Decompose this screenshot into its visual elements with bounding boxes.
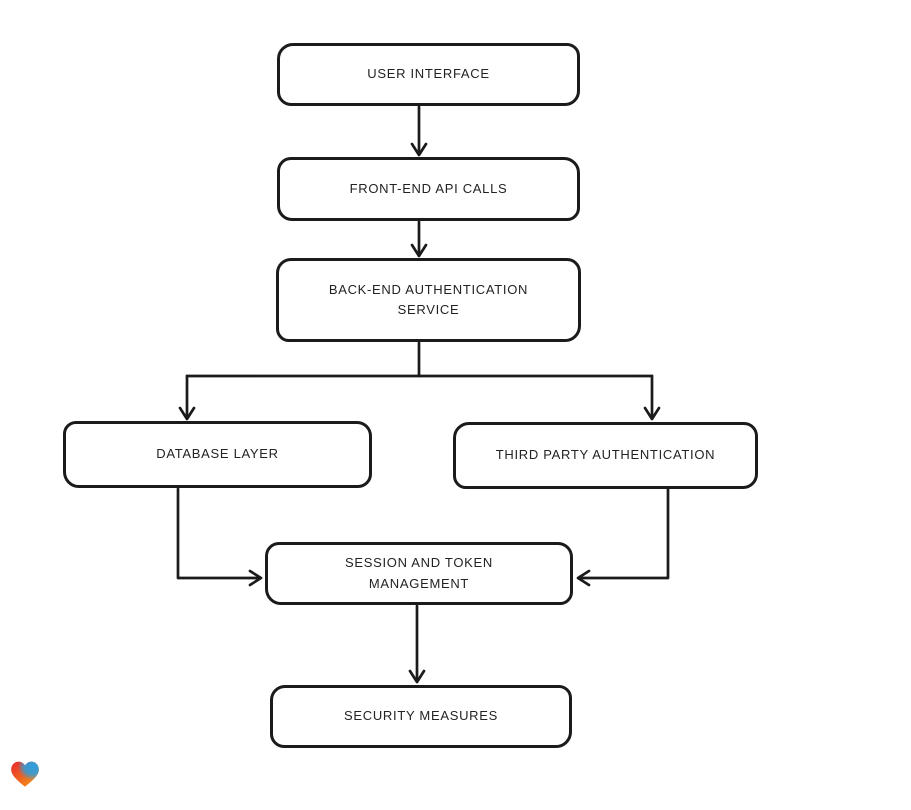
edge-back-end-branch[interactable] (178, 341, 661, 421)
node-label: USER INTERFACE (367, 66, 490, 82)
node-label: SESSION AND TOKEN MANAGEMENT (345, 555, 493, 591)
node-session-and-token-management[interactable]: SESSION AND TOKEN MANAGEMENT (265, 542, 573, 605)
node-label: FRONT-END API CALLS (349, 180, 508, 196)
edge-third-party-to-session[interactable] (576, 487, 670, 587)
node-back-end-authentication-service[interactable]: BACK-END AUTHENTICATION SERVICE (276, 258, 581, 342)
edge-user-interface-to-front-end[interactable] (410, 105, 428, 157)
node-label: BACK-END AUTHENTICATION SERVICE (328, 281, 529, 317)
edge-database-to-session[interactable] (176, 487, 263, 587)
node-third-party-authentication[interactable]: THIRD PARTY AUTHENTICATION (453, 422, 758, 489)
node-front-end-api-calls[interactable]: FRONT-END API CALLS (277, 157, 580, 221)
edge-front-end-to-back-end[interactable] (410, 220, 428, 258)
node-label: SECURITY MEASURES (344, 708, 498, 724)
edge-session-to-security[interactable] (408, 604, 426, 684)
node-label: DATABASE LAYER (156, 446, 279, 462)
heart-gradient-logo-icon (11, 761, 39, 787)
node-user-interface[interactable]: USER INTERFACE (277, 43, 580, 106)
node-security-measures[interactable]: SECURITY MEASURES (270, 685, 572, 748)
node-database-layer[interactable]: DATABASE LAYER (63, 421, 372, 488)
node-label: THIRD PARTY AUTHENTICATION (495, 447, 716, 463)
